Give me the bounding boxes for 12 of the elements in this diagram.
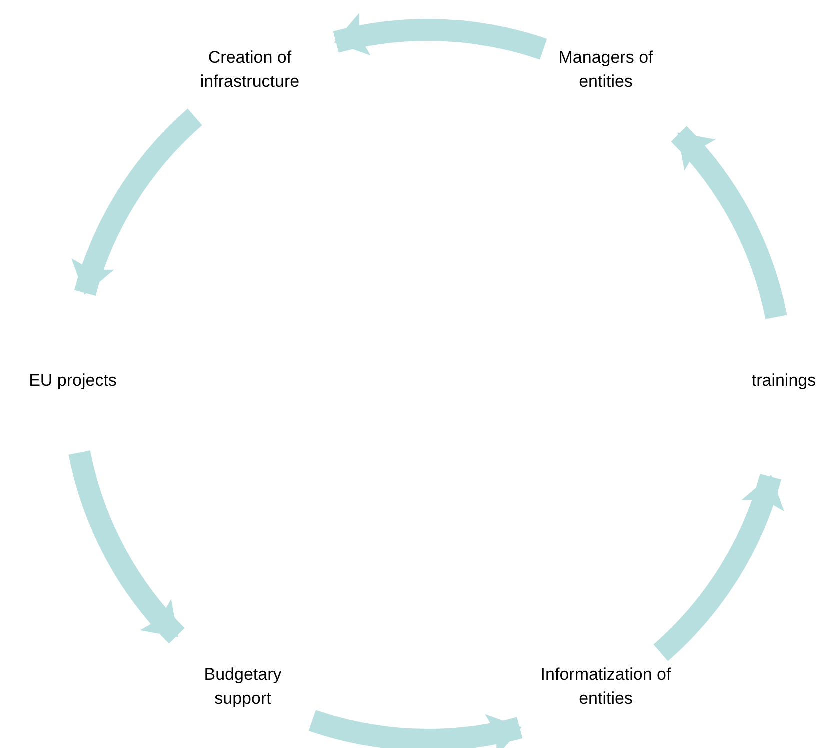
- curved-arrow: [309, 710, 522, 748]
- node-label: Budgetary support: [203, 664, 283, 710]
- node-label: Informatization of entities: [540, 664, 672, 710]
- curved-arrow: [74, 109, 203, 297]
- curved-arrow: [334, 14, 547, 60]
- node-label: trainings: [752, 370, 816, 392]
- curved-arrow: [653, 473, 782, 661]
- node-label: Managers of entities: [558, 47, 654, 93]
- node-label: EU projects: [29, 370, 117, 392]
- curved-arrow: [68, 450, 186, 644]
- node-label: Creation of infrastructure: [199, 47, 301, 93]
- curved-arrow: [670, 126, 788, 320]
